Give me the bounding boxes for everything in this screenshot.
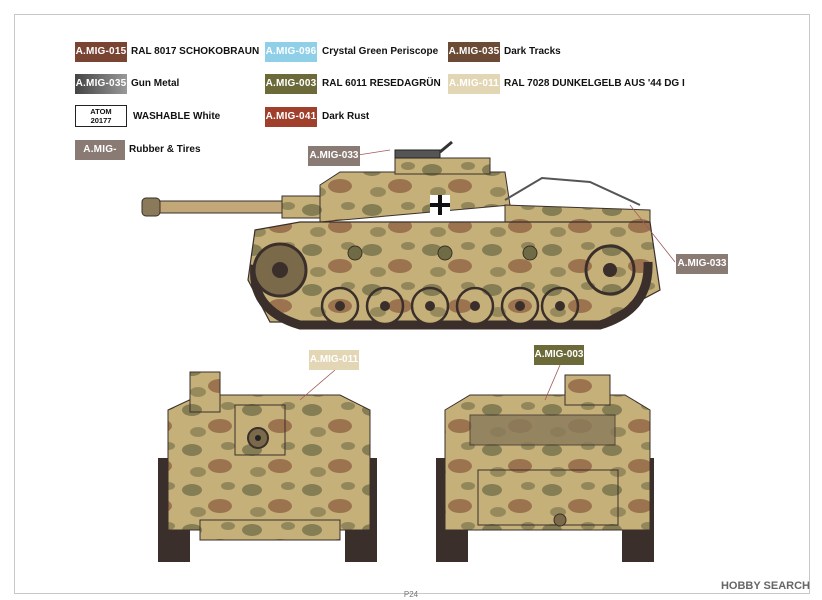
legend-chip-dark-tracks: A.MIG-035	[448, 42, 500, 62]
rear-view-tank	[436, 374, 654, 562]
legend-chip-periscope: A.MIG-096	[265, 42, 317, 62]
callout-resedagruen-rear: A.MIG-003	[534, 345, 584, 365]
legend-chip-resedagruen: A.MIG-003	[265, 74, 317, 94]
page-number: P24	[403, 590, 419, 599]
side-view-tank	[141, 140, 661, 330]
balkenkreuz-icon	[430, 195, 450, 215]
legend-label-washable-white: WASHABLE White	[133, 111, 221, 122]
legend-chip-gun-metal: A.MIG-035	[75, 74, 127, 94]
legend-label-dark-tracks: Dark Tracks	[504, 46, 561, 57]
legend-chip-schokobraun: A.MIG-015	[75, 42, 127, 62]
legend-label-schokobraun: RAL 8017 SCHOKOBRAUN	[131, 46, 260, 57]
watermark: HOBBY SEARCH	[720, 580, 810, 592]
legend-label-periscope: Crystal Green Periscope	[322, 46, 439, 57]
legend-label-resedagruen: RAL 6011 RESEDAGRÜN	[322, 78, 441, 89]
legend-label-dunkelgelb: RAL 7028 DUNKELGELB AUS '44 DG I	[504, 78, 685, 89]
legend-label-gun-metal: Gun Metal	[131, 78, 180, 89]
page-frame	[14, 14, 810, 594]
legend-label-rubber: Rubber & Tires	[129, 144, 201, 155]
legend-label-dark-rust: Dark Rust	[322, 111, 370, 122]
legend-chip-dark-rust: A.MIG-041	[265, 107, 317, 127]
callout-rubber-right: A.MIG-033	[676, 254, 728, 274]
legend-chip-atom-white: ATOM 20177	[75, 105, 127, 127]
front-view-tank	[158, 371, 377, 562]
callout-rubber-top: A.MIG-033	[308, 146, 360, 166]
legend-chip-dunkelgelb: A.MIG-011	[448, 74, 500, 94]
callout-dunkelgelb-front: A.MIG-011	[309, 350, 359, 370]
legend-chip-rubber: A.MIG-033	[75, 140, 125, 175]
